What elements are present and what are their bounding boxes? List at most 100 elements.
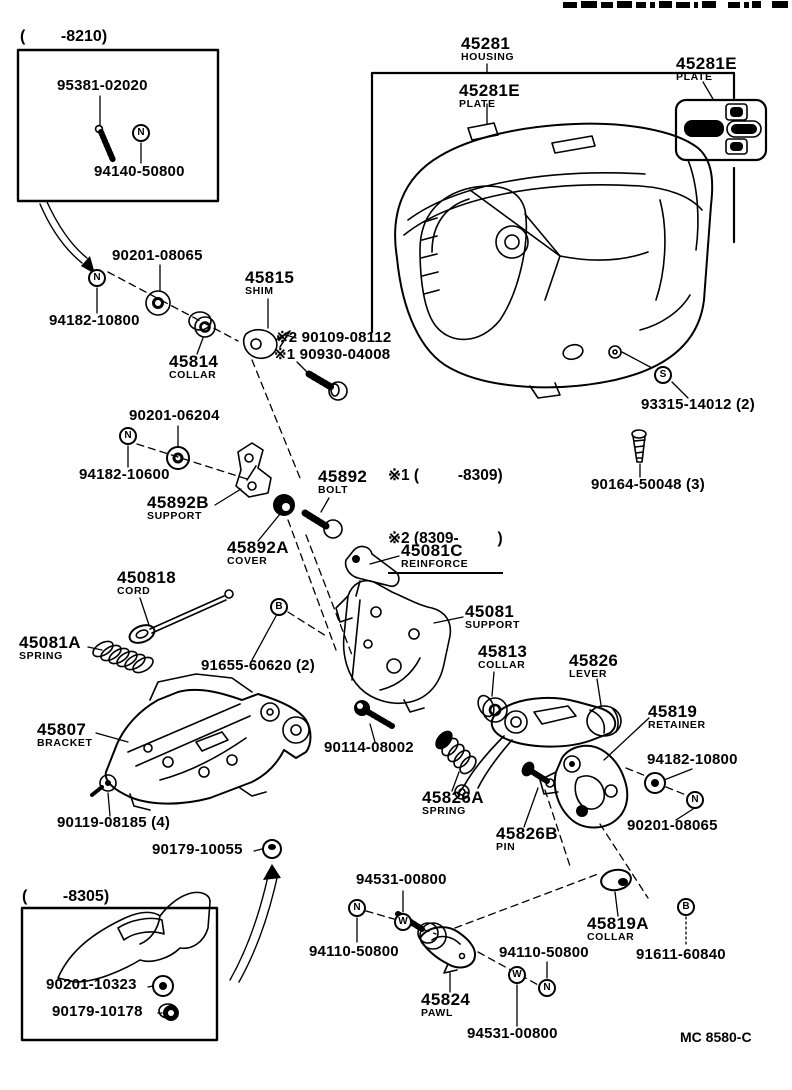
date-range-notes: ※1 ( -8309) ※2 (8309- ) [388,424,503,575]
label-94182-10800-b: 94182-10800 [647,752,738,768]
part-name: SUPPORT [147,509,202,522]
part-number: 90201-10323 [46,976,137,993]
support-45081-art [335,580,452,713]
cropped-header-text [563,1,788,8]
part-number: 45892B [147,493,209,512]
label-90201-08065-b: 90201-08065 [627,818,718,834]
inset-caption-8210: ( -8210) [20,28,108,45]
housing-box [370,71,736,334]
part-number: 45826 [569,651,619,670]
bolt-90119-art [90,774,117,797]
label-94182-10800-a: 94182-10800 [49,313,140,329]
label-94110-50800-b: 94110-50800 [499,945,589,961]
part-number: 45826B [496,824,558,843]
plate-graphic [674,98,768,162]
label-90114-08002: 90114-08002 [324,740,414,756]
label-90164-50048: 90164-50048 (3) [591,477,705,493]
washer-symbol: W [394,913,412,931]
housing-drawing [394,122,714,399]
part-name: PLATE [459,97,496,110]
part-number: 45814 [169,352,219,371]
part-name: REINFORCE [401,557,469,570]
reinforce-45081c-art [344,545,400,597]
part-number: 45081C [401,541,463,560]
nut-symbol: N [538,979,556,997]
part-number: 45819A [587,914,649,933]
pin-45826b-art [521,761,555,788]
part-name: COVER [227,554,268,567]
collar-45813-art [477,694,508,723]
part-name: SPRING [19,649,63,662]
part-name: RETAINER [648,718,706,731]
label-90109-08112: ※2 90109-08112 [276,330,391,346]
part-number: 45281E [676,54,738,73]
bolt-symbol: B [270,598,288,616]
note-line-1: ※1 ( -8309) [388,466,503,484]
part-number: 91655-60620 (2) [201,657,315,674]
part-number: 90201-08065 [627,817,718,834]
label-93315-14012: 93315-14012 (2) [641,397,755,413]
part-number: 45807 [37,720,87,739]
washer-90201-06204-art [166,446,190,470]
label-90930-04008: ※1 90930-04008 [274,347,390,363]
part-number: 94531-00800 [467,1025,558,1042]
part-number: 450818 [117,568,177,587]
cord-450818-art [128,589,234,644]
part-number: 94110-50800 [499,944,589,961]
part-number: 94140-50800 [94,163,185,180]
grommet-90179-art [262,839,282,859]
part-number: 45813 [478,642,528,661]
label-91611-60840: 91611-60840 [636,947,726,963]
part-number: 94182-10600 [79,466,170,483]
nut-symbol: N [88,269,106,287]
label-90201-08065-a: 90201-08065 [112,248,203,264]
part-name: HOUSING [461,50,515,63]
part-name: SUPPORT [465,618,520,631]
part-number: 45819 [648,702,698,721]
nut-symbol: N [119,427,137,445]
bolt-symbol: B [677,898,695,916]
spring-45826a-art [435,730,477,775]
label-94531-00800-a: 94531-00800 [356,872,447,888]
part-number: 90119-08185 (4) [57,814,171,831]
part-number: 94531-00800 [356,871,447,888]
part-number: 90201-08065 [112,247,203,264]
bracket-45807-art [104,673,312,811]
lever-45826-art [454,696,622,800]
shim-45815-art [242,328,291,360]
figure-code: MC 8580-C [680,1029,752,1045]
part-name: SPRING [422,804,466,817]
part-name: BRACKET [37,736,93,749]
label-94140-50800: 94140-50800 [94,164,185,180]
inset-caption-8305: ( -8305) [22,888,110,905]
part-number: 45081A [19,633,81,652]
nut-symbol: N [348,899,366,917]
part-number: 45815 [245,268,295,287]
part-number: ※1 90930-04008 [274,346,391,363]
part-number: 90164-50048 (3) [591,476,705,493]
reference-arrow-top [39,201,95,274]
cover-45892a-art [273,494,295,516]
nut-symbol: N [132,124,150,142]
retainer-45819-art [539,744,629,829]
part-name: COLLAR [169,368,217,381]
leader-lines [87,63,714,1027]
part-number: 45892 [318,467,368,486]
bolt-90930-art [305,370,348,401]
part-number: 45892A [227,538,289,557]
part-number: 90179-10055 [152,841,243,858]
label-95381-02020: 95381-02020 [57,78,148,94]
